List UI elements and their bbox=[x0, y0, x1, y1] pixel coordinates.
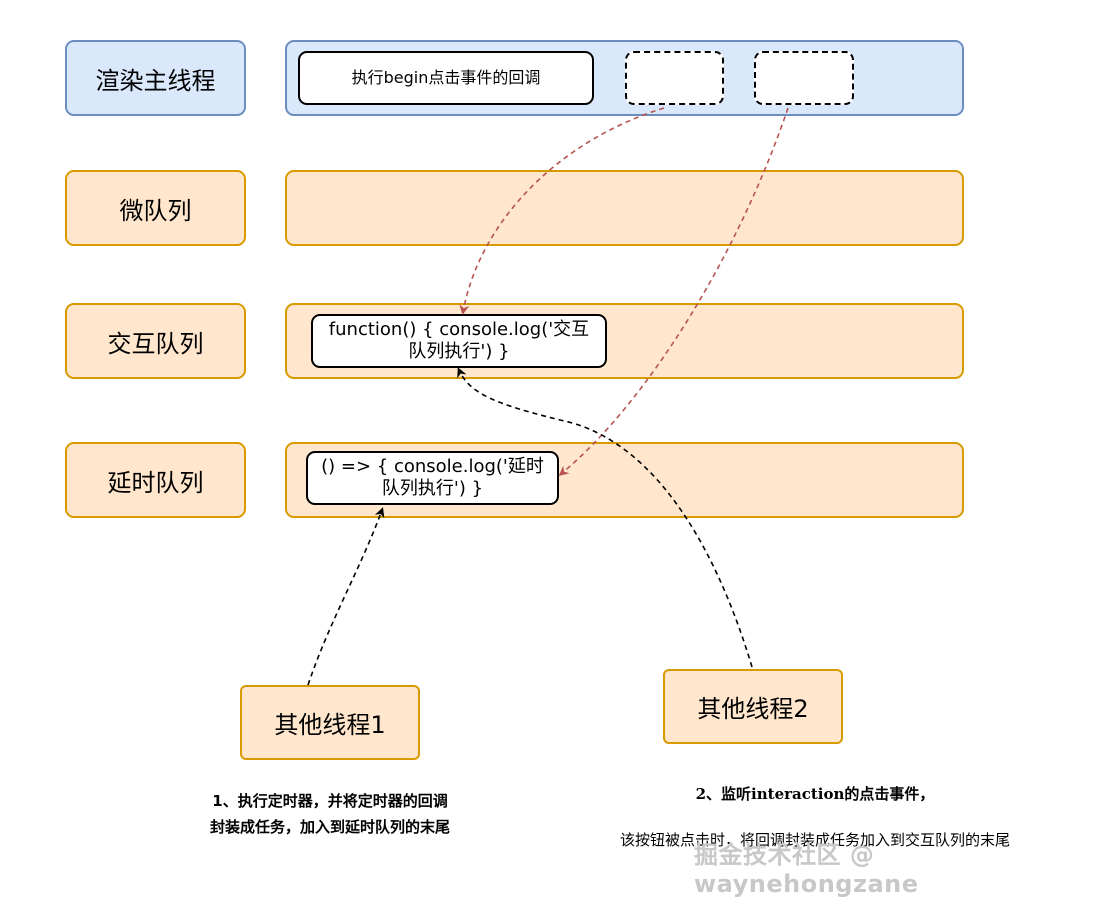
lane-label-render-text: 渲染主线程 bbox=[95, 66, 216, 95]
lane-label-delay-queue: 延时队列 bbox=[65, 442, 246, 518]
interaction-queue-task: function() { console.log('交互 队列执行') } bbox=[311, 314, 607, 368]
note-2-line-2: 该按钮被点击时，将回调封装成任务加入到交互队列的末尾 bbox=[619, 831, 1010, 849]
note-interaction-description: 2、监听interaction的点击事件， 该按钮被点击时，将回调封装成任务加入… bbox=[540, 760, 1090, 875]
interaction-task-line-1: function() { console.log('交互 bbox=[328, 319, 590, 340]
other-thread-1-label: 其他线程1 bbox=[274, 711, 386, 739]
lane-label-render-main-thread: 渲染主线程 bbox=[65, 40, 246, 116]
interaction-task-line-2: 队列执行') } bbox=[408, 341, 510, 362]
lane-label-microtask-queue: 微队列 bbox=[65, 170, 246, 246]
delay-task-line-2: 队列执行') } bbox=[381, 478, 484, 499]
note-1-text: 1、执行定时器，并将定时器的回调 封装成任务，加入到延时队列的末尾 bbox=[209, 792, 450, 836]
lane-label-delay-text: 延时队列 bbox=[107, 468, 204, 497]
note-2-line-1: 2、监听interaction的点击事件， bbox=[695, 785, 935, 803]
arrow-slot2-to-delay-task bbox=[558, 107, 789, 476]
other-thread-2: 其他线程2 bbox=[663, 669, 843, 744]
render-empty-slot-1 bbox=[625, 51, 724, 105]
arrow-slot1-to-interaction-task bbox=[459, 107, 665, 315]
note-timer-description: 1、执行定时器，并将定时器的回调 封装成任务，加入到延时队列的末尾 bbox=[170, 762, 490, 840]
render-task-text: 执行begin点击事件的回调 bbox=[351, 68, 541, 87]
microtask-queue-lane bbox=[285, 170, 964, 246]
lane-label-micro-text: 微队列 bbox=[119, 196, 192, 225]
delay-task-line-1: () => { console.log('延时 bbox=[321, 456, 544, 477]
arrow-thread2-to-interaction-task bbox=[457, 367, 753, 668]
lane-label-interaction-queue: 交互队列 bbox=[65, 303, 246, 379]
render-task-begin-callback: 执行begin点击事件的回调 bbox=[298, 51, 594, 105]
render-empty-slot-2 bbox=[754, 51, 854, 105]
arrow-thread1-to-delay-task bbox=[307, 507, 385, 686]
delay-queue-task: () => { console.log('延时 队列执行') } bbox=[306, 451, 559, 505]
other-thread-1: 其他线程1 bbox=[240, 685, 420, 760]
lane-label-interaction-text: 交互队列 bbox=[107, 329, 204, 358]
other-thread-2-label: 其他线程2 bbox=[697, 695, 809, 723]
